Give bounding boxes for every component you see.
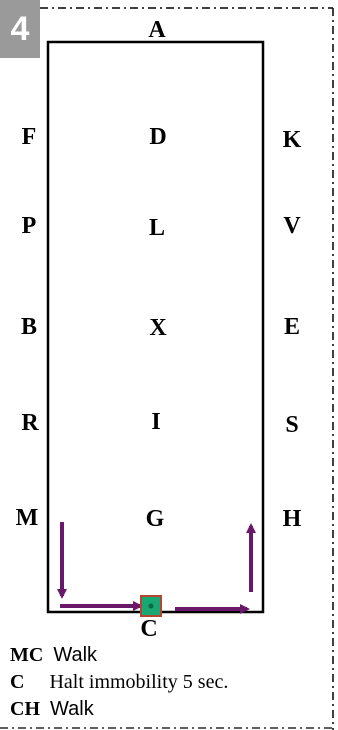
- letter-a: A: [148, 17, 166, 43]
- letter-b: B: [20, 314, 38, 340]
- legend-row-3: CH Walk: [10, 698, 330, 721]
- letter-k: K: [282, 127, 302, 153]
- letter-d: D: [149, 124, 167, 150]
- letter-l: L: [148, 215, 166, 241]
- letter-v: V: [283, 213, 301, 239]
- test-number-badge: 4: [0, 0, 40, 58]
- legend-row-2: C Halt immobility 5 sec.: [10, 671, 330, 694]
- letter-e: E: [283, 314, 301, 340]
- letter-f: F: [21, 124, 37, 150]
- letter-m: M: [15, 505, 39, 531]
- letter-x: X: [149, 315, 167, 341]
- legend-text: Halt immobility 5 sec.: [49, 671, 229, 693]
- legend-text: Walk: [50, 698, 94, 720]
- legend-row-1: MC Walk: [10, 644, 330, 667]
- letter-p: P: [21, 213, 37, 239]
- legend-code: C: [10, 671, 25, 693]
- letter-g: G: [145, 506, 165, 532]
- letter-h: H: [282, 506, 302, 532]
- legend-text: Walk: [53, 644, 98, 666]
- legend-code: CH: [10, 698, 40, 720]
- letter-r: R: [21, 410, 39, 436]
- halt-marker-dot: [148, 603, 154, 609]
- legend-code: MC: [10, 644, 44, 666]
- letter-c: C: [140, 616, 158, 642]
- letter-s: S: [285, 412, 299, 438]
- letter-i: I: [151, 409, 161, 435]
